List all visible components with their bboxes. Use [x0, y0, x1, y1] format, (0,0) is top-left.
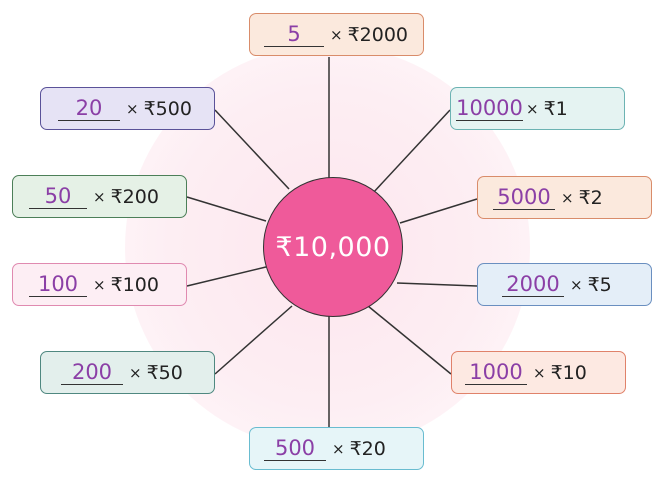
denomination-label: ₹10 — [550, 361, 587, 384]
item-box-2: 5000 × ₹2 — [477, 176, 652, 219]
item-box-100: 100 × ₹100 — [12, 263, 187, 306]
times-sign: × — [93, 187, 106, 206]
connector-line — [399, 198, 478, 224]
item-box-10: 1000 × ₹10 — [451, 351, 626, 394]
connector-line — [214, 305, 293, 375]
times-sign: × — [570, 275, 583, 294]
item-box-2000: 5 × ₹2000 — [249, 13, 424, 56]
denomination-label: ₹50 — [146, 361, 183, 384]
connector-line — [186, 265, 271, 287]
times-sign: × — [129, 363, 142, 382]
times-sign: × — [533, 363, 546, 382]
times-sign: × — [93, 275, 106, 294]
center-total-label: ₹10,000 — [275, 231, 391, 263]
answer-blank: 10000 — [456, 95, 523, 121]
answer-blank: 50 — [29, 185, 87, 209]
item-box-1: 10000 × ₹1 — [450, 87, 625, 130]
times-sign: × — [330, 25, 343, 44]
answer-blank: 5 — [264, 23, 324, 47]
answer-blank: 500 — [264, 437, 326, 461]
center-total-circle: ₹10,000 — [263, 177, 403, 317]
item-box-500: 20 × ₹500 — [40, 87, 215, 130]
denomination-label: ₹200 — [110, 185, 159, 208]
connector-line — [371, 109, 451, 195]
item-box-5: 2000 × ₹5 — [477, 263, 652, 306]
denomination-label: ₹1 — [543, 97, 568, 120]
times-sign: × — [126, 99, 139, 118]
denomination-label: ₹2 — [578, 186, 603, 209]
item-box-20: 500 × ₹20 — [249, 427, 424, 470]
connector-line — [186, 196, 267, 222]
denomination-label: ₹2000 — [347, 23, 409, 46]
denomination-label: ₹100 — [110, 273, 159, 296]
answer-blank: 5000 — [493, 186, 555, 210]
connector-line — [214, 109, 290, 190]
answer-blank: 1000 — [465, 361, 527, 385]
answer-blank: 20 — [58, 97, 120, 121]
denomination-label: ₹20 — [349, 437, 386, 460]
denomination-label: ₹500 — [143, 97, 192, 120]
item-box-50: 200 × ₹50 — [40, 351, 215, 394]
times-sign: × — [526, 99, 539, 118]
answer-blank: 100 — [29, 273, 87, 297]
item-box-200: 50 × ₹200 — [12, 175, 187, 218]
answer-blank: 2000 — [502, 273, 564, 297]
connector-line — [396, 282, 478, 287]
times-sign: × — [332, 439, 345, 458]
connector-line — [367, 305, 452, 375]
answer-blank: 200 — [61, 361, 123, 385]
denomination-label: ₹5 — [587, 273, 612, 296]
times-sign: × — [561, 188, 574, 207]
